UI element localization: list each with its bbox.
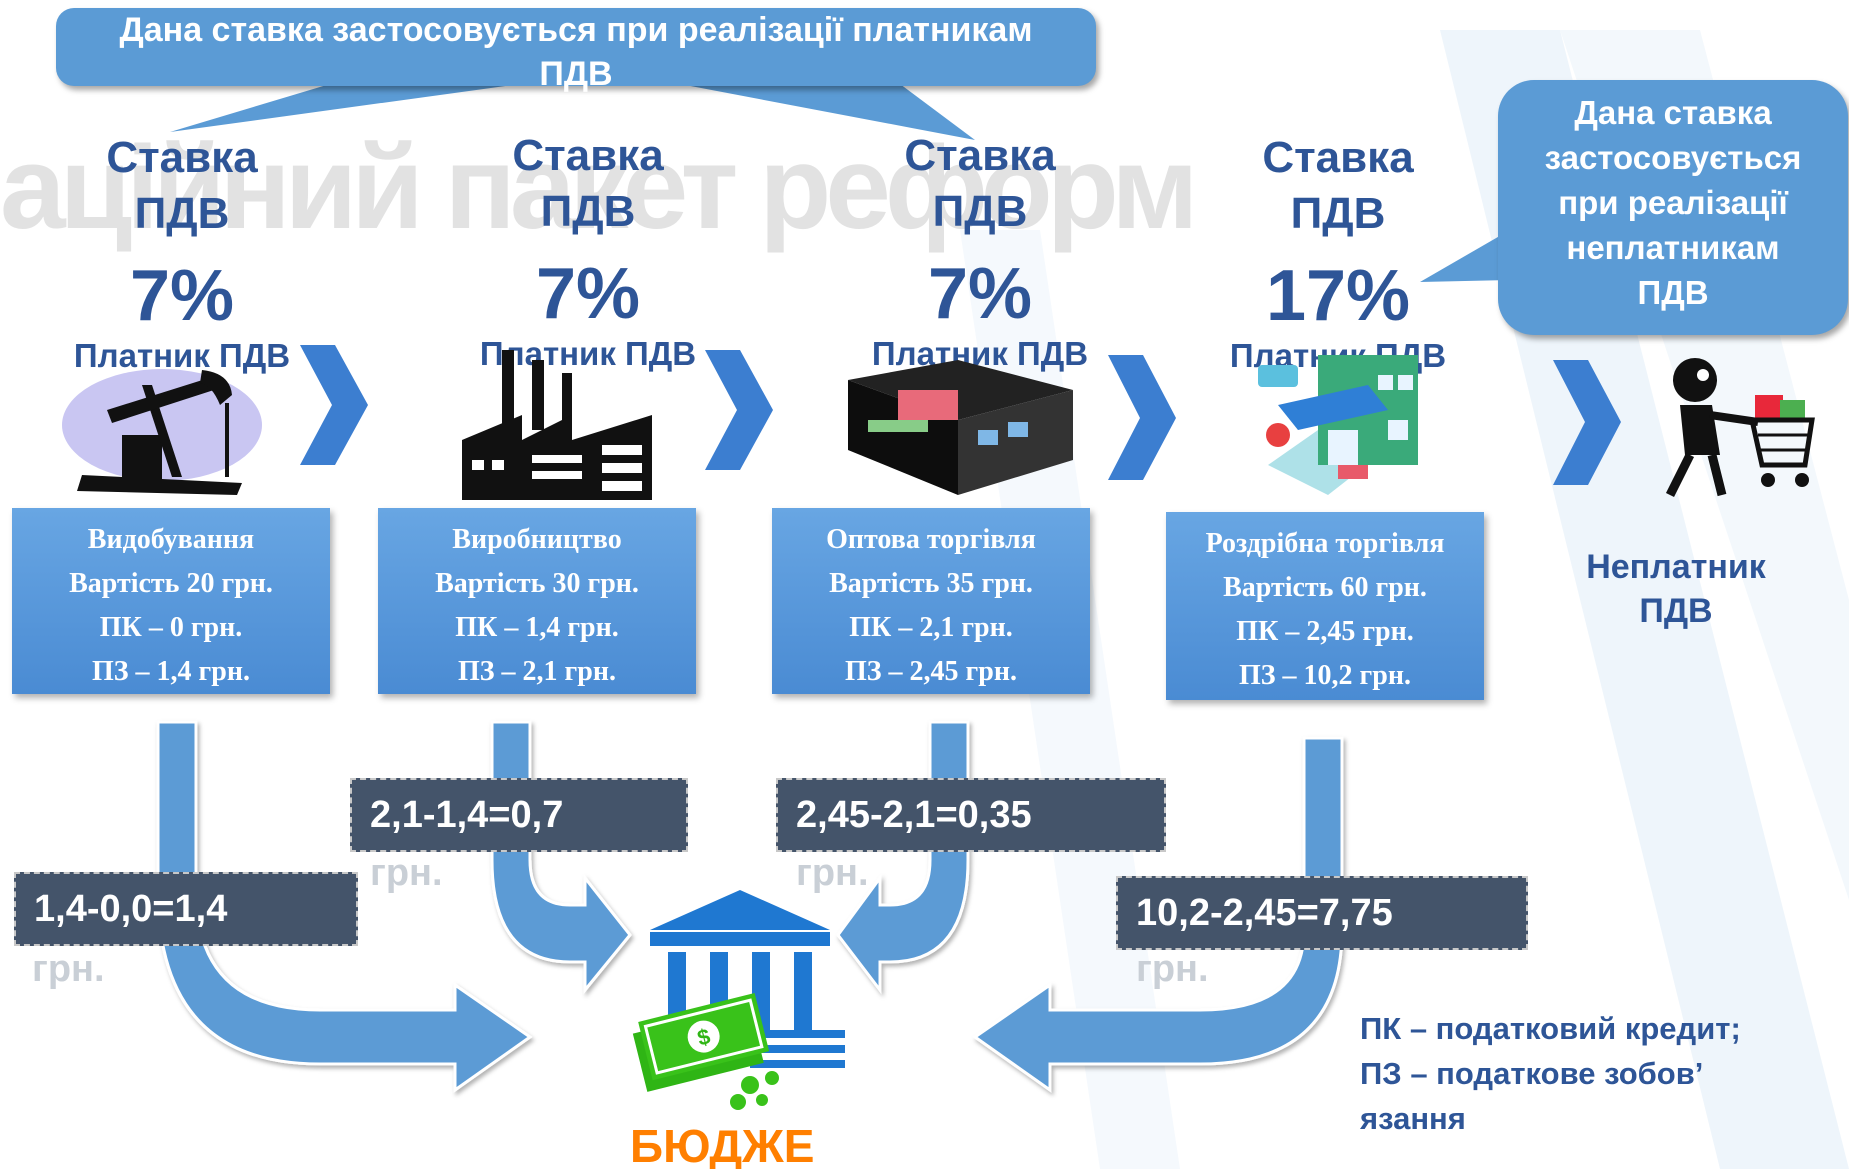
callout-nonpayers: Дана ставка застосовується при реалізаці…: [1498, 80, 1848, 335]
shopper-cart-icon: [1665, 358, 1815, 498]
legend: ПК – податковий кредит; ПЗ – податкове з…: [1360, 1006, 1741, 1141]
stage-pz: ПЗ – 2,45 грн.: [845, 656, 1017, 687]
stage-name: Роздрібна торгівля: [1205, 528, 1445, 559]
stage-cost: Вартість 30 грн.: [435, 568, 639, 599]
stage-box-wholesale: Оптова торгівля Вартість 35 грн. ПК – 2,…: [772, 508, 1090, 694]
callout-right-line: при реалізації: [1558, 184, 1788, 221]
warehouse-icon: [848, 360, 1073, 495]
flow-arrow-1: [156, 720, 533, 1093]
flow-arrow-2: [490, 720, 632, 995]
vat-calc-unit: грн.: [796, 852, 869, 894]
callout-payers: Дана ставка застосовується при реалізаці…: [56, 8, 1096, 93]
bank-money-icon: $: [632, 890, 845, 1110]
rate-label: ПДВ: [1290, 189, 1386, 238]
flow-arrow-4: [972, 736, 1344, 1093]
chevrons: [300, 345, 1621, 485]
rate-block-wholesale: Ставка ПДВ 7% Платник ПДВ: [820, 128, 1140, 374]
callout-top-line: Дана ставка застосовується при реалізаці…: [119, 11, 1033, 49]
rate-label: ПДВ: [932, 187, 1028, 236]
nonpayer-label: Неплатник ПДВ: [1546, 545, 1806, 633]
callout-top-tail: [170, 84, 975, 140]
callout-right-line: неплатникам: [1566, 229, 1780, 266]
rate-label: Ставка: [512, 131, 664, 180]
legend-line: язання: [1360, 1101, 1466, 1136]
vat-calc-wholesale: 2,45-2,1=0,35: [776, 778, 1166, 852]
chevron-right-icon: [1553, 360, 1621, 485]
stage-name: Оптова торгівля: [826, 524, 1036, 555]
nonpayer-line: Неплатник: [1586, 548, 1766, 586]
vat-calc-retail: 10,2-2,45=7,75: [1116, 876, 1528, 950]
callout-right-line: Дана ставка: [1574, 94, 1772, 131]
callout-right-line: ПДВ: [1637, 274, 1709, 311]
legend-line: ПК – податковий кредит;: [1360, 1011, 1741, 1046]
callout-right-line: застосовується: [1544, 139, 1802, 176]
rate-percent: 7%: [129, 256, 235, 336]
rate-label: ПДВ: [540, 187, 636, 236]
vat-calc-production: 2,1-1,4=0,7: [350, 778, 688, 852]
stage-box-production: Виробництво Вартість 30 грн. ПК – 1,4 гр…: [378, 508, 696, 694]
nonpayer-line: ПДВ: [1639, 592, 1713, 630]
chevron-right-icon: [705, 350, 773, 470]
rate-label: Ставка: [106, 133, 258, 182]
budget-label: БЮДЖЕ: [630, 1120, 815, 1169]
stage-pk: ПК – 2,45 грн.: [1236, 616, 1414, 647]
stage-box-retail: Роздрібна торгівля Вартість 60 грн. ПК –…: [1166, 512, 1484, 700]
vat-calc-extraction: 1,4-0,0=1,4: [14, 872, 358, 946]
rate-block-extraction: Ставка ПДВ 7% Платник ПДВ: [22, 130, 342, 376]
rate-label: ПДВ: [134, 189, 230, 238]
watermark-text: аційний пакет реформ: [0, 122, 1199, 254]
factory-icon: [462, 350, 652, 500]
stage-pz: ПЗ – 10,2 грн.: [1239, 660, 1411, 691]
rate-label: Ставка: [904, 131, 1056, 180]
rate-payer: Платник ПДВ: [479, 335, 697, 372]
stage-name: Видобування: [87, 524, 255, 555]
callout-top-line: ПДВ: [539, 55, 613, 93]
vat-calc-unit: грн.: [370, 852, 443, 894]
legend-line: ПЗ – податкове зобов’: [1360, 1056, 1704, 1091]
chevron-right-icon: [300, 345, 368, 465]
stage-pz: ПЗ – 2,1 грн.: [458, 656, 616, 687]
svg-text:$: $: [695, 1023, 713, 1050]
stage-cost: Вартість 20 грн.: [69, 568, 273, 599]
rate-payer: Платник ПДВ: [73, 337, 291, 374]
vat-calc-unit: грн.: [1136, 948, 1209, 990]
shop-icon: [1258, 355, 1418, 495]
callout-right-tail: [1420, 230, 1510, 282]
stage-pz: ПЗ – 1,4 грн.: [92, 656, 250, 687]
oil-pump-icon: [62, 369, 262, 495]
rate-percent: 7%: [535, 254, 641, 334]
rate-block-production: Ставка ПДВ 7% Платник ПДВ: [428, 128, 748, 374]
chevron-right-icon: [1108, 355, 1176, 480]
rate-label: Ставка: [1262, 133, 1414, 182]
rate-percent: 7%: [927, 254, 1033, 334]
stage-box-extraction: Видобування Вартість 20 грн. ПК – 0 грн.…: [12, 508, 330, 694]
stage-pk: ПК – 0 грн.: [99, 612, 243, 643]
stage-pk: ПК – 2,1 грн.: [849, 612, 1013, 643]
vat-calc-unit: грн.: [32, 948, 105, 990]
stage-cost: Вартість 35 грн.: [829, 568, 1033, 599]
stage-name: Виробництво: [452, 524, 622, 555]
stage-pk: ПК – 1,4 грн.: [455, 612, 619, 643]
stage-cost: Вартість 60 грн.: [1223, 572, 1427, 603]
rate-percent: 17%: [1265, 256, 1411, 336]
